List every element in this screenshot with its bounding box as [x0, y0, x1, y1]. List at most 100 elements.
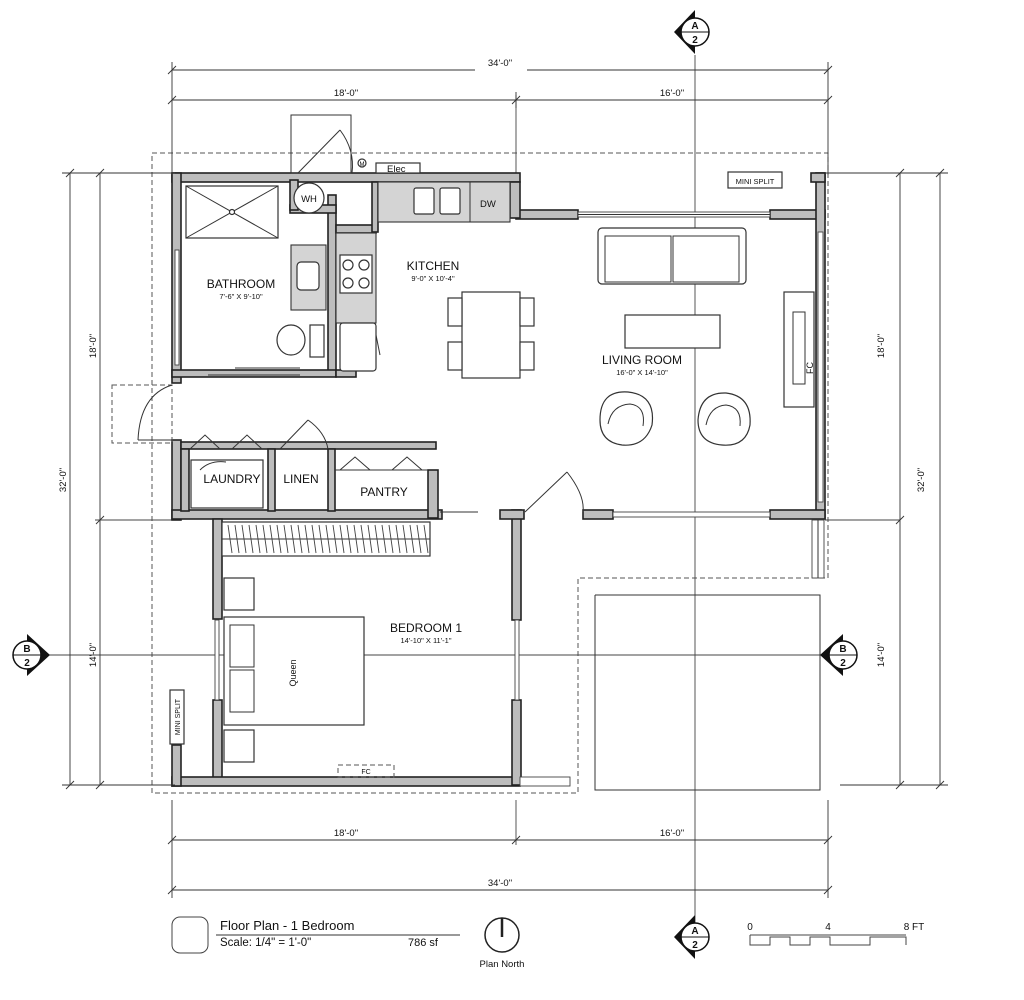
dim-top-overall: 34'-0" — [488, 58, 512, 69]
scale-tick-0: 0 — [747, 922, 753, 933]
bedroom-size: 14'-10" X 11'-1" — [401, 636, 452, 645]
dim-right-overall: 32'-0" — [916, 468, 927, 492]
north-arrow-icon — [484, 917, 520, 953]
kitchen-size: 9'-0" X 10'-4" — [411, 274, 455, 283]
laundry-appliances — [190, 459, 264, 509]
bedroom-fc — [337, 764, 395, 778]
doors — [111, 114, 584, 513]
scale-tick-8: 8 FT — [904, 922, 925, 933]
section-marker-b-left — [12, 634, 50, 676]
meter-label: M — [360, 162, 365, 168]
closet-hanger-line — [234, 524, 240, 554]
bathroom-name: BATHROOM — [207, 277, 275, 291]
closet-hanger-line — [381, 524, 387, 554]
closet-hanger-line — [346, 524, 352, 554]
closet-hanger-line — [269, 524, 275, 554]
closet-hanger-line — [367, 524, 373, 554]
dim-left-upper: 18'-0" — [88, 334, 99, 358]
closet-hanger-line — [353, 524, 359, 554]
fireplace-label: FC — [805, 362, 815, 374]
section-marker-a-top — [674, 10, 710, 54]
kitchen-name: KITCHEN — [407, 259, 460, 273]
closet-hanger-line — [395, 524, 401, 554]
closet-hanger-line — [388, 524, 394, 554]
closet-hanger-line — [332, 524, 338, 554]
closet-hangers — [227, 524, 429, 554]
windows — [174, 211, 825, 787]
living-room-furniture — [597, 227, 815, 446]
section-a-bottom-sheet: 2 — [692, 940, 698, 951]
closet-hanger-line — [276, 524, 282, 554]
section-b-right-letter: B — [839, 644, 846, 655]
plan-scale: Scale: 1/4" = 1'-0" — [220, 937, 311, 949]
electrical-panel — [357, 158, 421, 174]
dishwasher-label: DW — [480, 199, 496, 210]
section-b-left-letter: B — [23, 644, 30, 655]
section-marker-b-right — [820, 634, 858, 676]
kitchen-counters — [335, 181, 511, 372]
closet-hanger-line — [290, 524, 296, 554]
plan-title: Floor Plan - 1 Bedroom — [220, 918, 354, 933]
closet-hanger-line — [416, 524, 422, 554]
electrical-label: Elec — [387, 164, 406, 175]
closet-hanger-line — [360, 524, 366, 554]
bed-label: Queen — [288, 659, 298, 686]
bathroom-fixtures — [185, 185, 327, 376]
mini-split-bed-label: MINI SPLIT — [175, 698, 182, 735]
closet-hanger-line — [248, 524, 254, 554]
closet-hanger-line — [311, 524, 317, 554]
living-room-size: 16'-0" X 14'-10" — [616, 368, 668, 377]
mini-split-top-label: MINI SPLIT — [736, 177, 775, 186]
mini-split-top — [727, 171, 783, 189]
dim-left-lower: 14'-0" — [88, 643, 99, 667]
dim-right-upper: 18'-0" — [876, 334, 887, 358]
grid-lines — [45, 55, 900, 925]
bed — [223, 577, 365, 763]
section-a-top-letter: A — [691, 21, 698, 32]
bathroom-size: 7'-6" X 9'-10" — [219, 292, 263, 301]
dim-bottom-overall: 34'-0" — [488, 878, 512, 889]
dim-left-overall: 32'-0" — [58, 468, 69, 492]
dim-bottom-left: 18'-0" — [334, 828, 358, 839]
bedroom-name: BEDROOM 1 — [390, 621, 462, 635]
linen-name: LINEN — [283, 472, 318, 486]
closet-hanger-line — [374, 524, 380, 554]
dimension-lines — [62, 62, 948, 898]
laundry-name: LAUNDRY — [203, 472, 260, 486]
section-b-left-sheet: 2 — [24, 658, 30, 669]
dim-top-left: 18'-0" — [334, 88, 358, 99]
dim-right-lower: 14'-0" — [876, 643, 887, 667]
section-marker-a-bottom — [674, 915, 710, 959]
bedroom-fc-label: FC — [361, 769, 370, 776]
title-tag-box — [171, 916, 209, 954]
section-a-bottom-letter: A — [691, 926, 698, 937]
closet-hanger-line — [402, 524, 408, 554]
closet-hanger-line — [227, 524, 233, 554]
pantry-name: PANTRY — [360, 485, 408, 499]
dim-top-right: 16'-0" — [660, 88, 684, 99]
closet-hanger-line — [262, 524, 268, 554]
plan-area: 786 sf — [408, 937, 439, 949]
section-a-top-sheet: 2 — [692, 35, 698, 46]
scale-bar — [749, 934, 907, 946]
closet-hanger-line — [423, 524, 429, 554]
closet-hanger-line — [318, 524, 324, 554]
scale-tick-4: 4 — [825, 922, 831, 933]
closet-hanger-line — [255, 524, 261, 554]
closet-hanger-line — [339, 524, 345, 554]
closet-hanger-line — [241, 524, 247, 554]
section-b-right-sheet: 2 — [840, 658, 846, 669]
living-room-name: LIVING ROOM — [602, 353, 682, 367]
closet-hanger-line — [283, 524, 289, 554]
patio — [594, 594, 821, 791]
closet-hanger-line — [297, 524, 303, 554]
dining-table — [447, 291, 535, 379]
water-heater-label: WH — [301, 194, 317, 205]
mini-split-bed — [169, 689, 185, 745]
closet-hanger-line — [304, 524, 310, 554]
closet-hanger-line — [325, 524, 331, 554]
water-heater — [293, 182, 325, 214]
north-label: Plan North — [480, 959, 525, 970]
closet-hanger-line — [409, 524, 415, 554]
